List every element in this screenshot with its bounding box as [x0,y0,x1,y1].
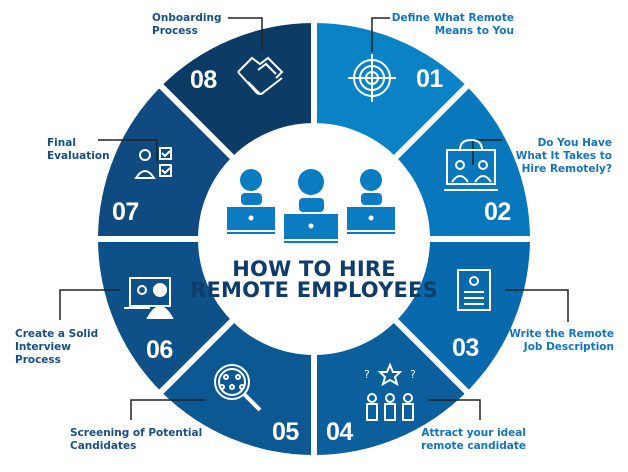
document-icon [457,269,491,311]
connector-01 [371,17,390,52]
step-number-04: 04 [326,418,353,446]
person-laptop-icon [347,169,395,234]
segment-divider [157,317,236,396]
candidates-star-icon: ? ? [364,362,416,421]
step-label-03: Write the Remote Job Description [509,328,614,353]
connector-05 [130,399,205,420]
step-number-03: 03 [452,334,479,362]
connector-03 [505,289,569,322]
step-number-07: 07 [112,198,139,226]
connector-07 [98,139,158,162]
magnifier-people-icon [214,364,262,412]
step-label-08: Onboarding Process [152,12,222,37]
center-people-icon [227,169,395,243]
step-label-01: Define What Remote Means to You [391,12,514,37]
target-icon [348,54,396,102]
interview-icon [124,277,174,319]
step-label-04: Attract your ideal remote candidate [421,427,526,452]
handshake-icon [237,56,284,95]
step-number-02: 02 [484,198,511,226]
title-line-2: REMOTE EMPLOYEES [190,278,438,302]
step-number-05: 05 [272,418,299,446]
person-laptop-icon [227,169,275,234]
remote-meeting-icon [444,138,498,191]
segment-divider [392,317,471,396]
connector-08 [228,17,263,50]
connector-06 [59,289,120,320]
segment-divider [157,82,236,161]
svg-text:?: ? [410,368,416,381]
connector-lines [59,17,569,420]
step-number-01: 01 [416,65,443,93]
person-laptop-icon [284,169,338,243]
connector-04 [428,399,481,420]
step-label-02: Do You Have What It Takes to Hire Remote… [515,137,612,175]
step-label-05: Screening of Potential Candidates [70,427,203,452]
step-label-07: Final Evaluation [47,137,110,162]
segment-divider [392,82,471,161]
step-number-08: 08 [190,66,217,94]
step-label-06: Create a Solid Interview Process [15,328,99,366]
title-line-1: HOW TO HIRE [232,257,396,281]
step-number-06: 06 [146,336,173,364]
checklist-icon [134,147,172,179]
svg-text:?: ? [364,368,370,381]
